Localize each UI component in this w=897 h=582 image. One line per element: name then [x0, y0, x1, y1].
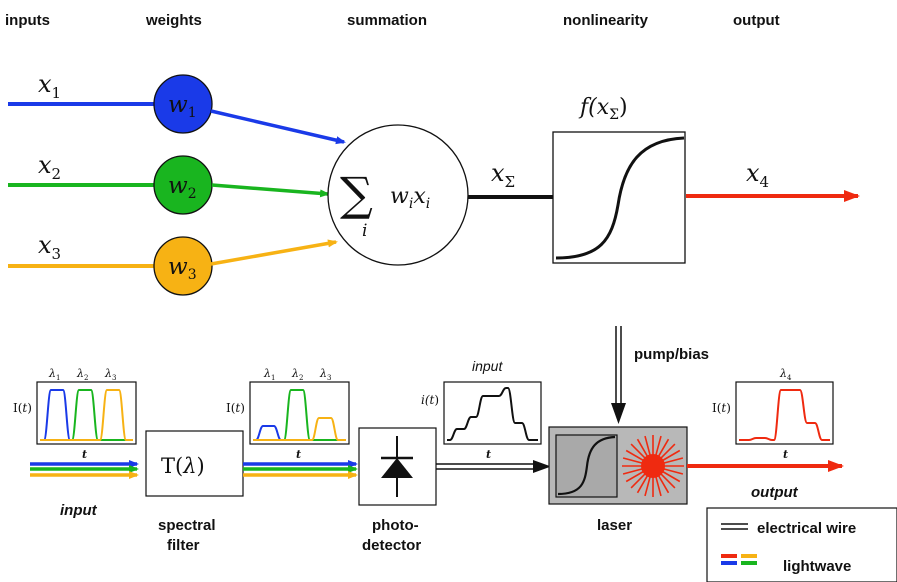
filtered-plot-xlabel: t [296, 448, 301, 461]
sum-output-label: xΣ [491, 159, 515, 191]
laser-burst-ray [622, 467, 644, 475]
laser-burst-ray [661, 470, 681, 483]
laser-burst-ray [622, 457, 644, 465]
sum-symbol: ∑ [340, 167, 373, 221]
laser-transfer-curve [557, 435, 616, 496]
filtered-plot-lambda3: λ3 [319, 367, 331, 382]
detector-label-line2: detector [362, 537, 421, 554]
nonlinearity-label: f(xΣ) [578, 95, 628, 123]
laser-burst-ray [636, 438, 649, 458]
laser-burst-ray [659, 472, 676, 489]
header-nonlinearity: nonlinearity [563, 12, 649, 29]
weight-label-w1: w1 [168, 92, 197, 121]
laser-burst-ray [662, 457, 684, 465]
arrow-w2-to-sum [211, 183, 330, 198]
filtered-plot-lambda1: λ1 [263, 367, 275, 382]
arrow-w1-to-sum [210, 109, 346, 145]
output-plot-xlabel: t [783, 448, 788, 461]
filtered-plot-ylabel: I(t) [226, 401, 245, 415]
photocurrent-plot-xlabel: t [486, 448, 491, 461]
legend-lightwave-label: lightwave [783, 558, 851, 575]
laser-burst-ray [662, 467, 684, 475]
sum-index: i [362, 221, 367, 241]
output-label: x4 [746, 159, 769, 191]
header-summation: summation [347, 12, 427, 29]
filtered-plot-lambda2: λ2 [291, 367, 303, 382]
input-label-x1: x1 [38, 70, 61, 102]
input-label-x3: x3 [38, 231, 61, 263]
header-output: output [733, 12, 780, 29]
output-spectrum-plot [735, 381, 834, 445]
arrow-w3-to-sum [210, 239, 338, 266]
filter-label-line1: spectral [158, 517, 216, 534]
nonlinearity-curve [555, 136, 685, 260]
input-plot-ylabel: I(t) [13, 401, 32, 415]
laser-burst-ray [630, 443, 647, 460]
legend-electrical-label: electrical wire [757, 520, 856, 537]
laser-burst-ray [654, 435, 662, 457]
input-plot-xlabel: t [82, 448, 87, 461]
legend [706, 507, 897, 582]
weight-node-w3 [153, 236, 213, 296]
weight-node-w1 [153, 74, 213, 134]
laser-label: laser [597, 517, 632, 534]
laser-burst-ray [630, 472, 647, 489]
input-plot-lambda3: λ3 [104, 367, 116, 382]
laser-burst-ray [625, 470, 645, 483]
input-label-x2: x2 [38, 151, 61, 183]
filter-label-line2: filter [167, 537, 200, 554]
laser-burst-ray [625, 449, 645, 462]
output-plot-ylabel: I(t) [712, 401, 731, 415]
input-spectrum-plot [36, 381, 137, 445]
photocurrent-plot-title: input [472, 358, 503, 374]
laser-burst-ray [644, 435, 652, 457]
input-label: input [60, 502, 98, 519]
laser-burst-icon [622, 435, 684, 497]
pump-bias-wire [611, 326, 626, 424]
laser-burst-ray [659, 443, 676, 460]
laser-burst-ray [636, 474, 649, 494]
laser-burst-ray [657, 474, 670, 494]
laser-burst-core [641, 454, 665, 478]
weight-label-w2: w2 [168, 173, 197, 202]
input-plot-lambda1: λ1 [48, 367, 60, 382]
output-lightwave-label: output [751, 484, 799, 501]
laser-burst-ray [657, 438, 670, 458]
photocurrent-plot [443, 381, 542, 445]
photocurrent-plot-ylabel: i(t) [421, 393, 439, 407]
input-plot-lambda2: λ2 [76, 367, 88, 382]
filtered-spectrum-plot [249, 381, 350, 445]
filter-symbol: T(λ) [161, 454, 205, 478]
electrical-wire-detector-laser [436, 460, 551, 473]
laser-burst-ray [644, 475, 652, 497]
header-weights: weights [145, 12, 202, 29]
weight-label-w3: w3 [168, 254, 197, 283]
detector-label-line1: photo- [372, 517, 419, 534]
laser-burst-ray [661, 449, 681, 462]
output-plot-lambda4: λ4 [779, 367, 792, 382]
sum-expression: wixi [390, 184, 430, 212]
header-inputs: inputs [5, 12, 50, 29]
photodiode-icon [381, 436, 413, 497]
pump-bias-label: pump/bias [634, 346, 709, 363]
laser-burst-ray [654, 475, 662, 497]
